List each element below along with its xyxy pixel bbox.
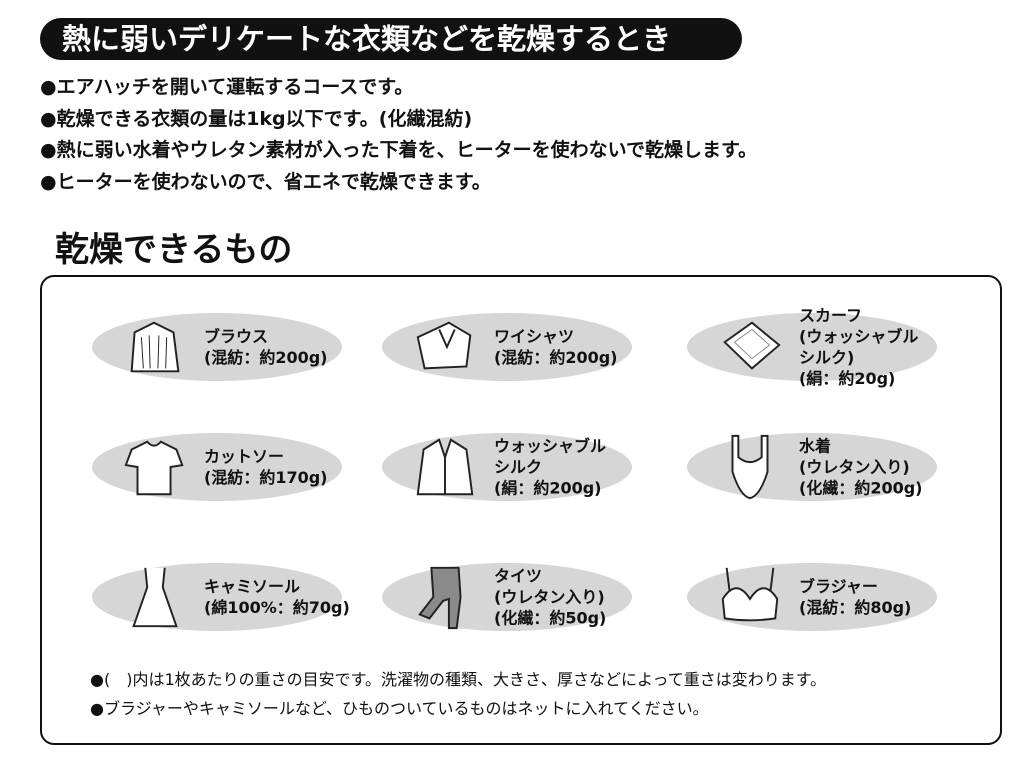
item-label-line: キャミソール (204, 577, 301, 596)
item-label-line: シルク (494, 457, 543, 477)
item-label: タイツ(ウレタン入り)(化繊：約50g) (494, 566, 606, 629)
item-label: カットソー (混紡：約170g) (204, 446, 327, 488)
subheading: 乾燥できるもの (55, 230, 293, 270)
feature-item: ●ヒーターを使わないので、省エネで乾燥できます。 (40, 170, 491, 193)
clothing-item: ワイシャツ (混紡：約200g) (382, 307, 642, 387)
clothing-item: スカーフ (ウォッシャブルシルク) (絹：約20g) (687, 305, 947, 389)
note: ●( )内は1枚あたりの重さの目安です。洗濯物の種類、大きさ、厚さなどによって重… (90, 670, 827, 689)
clothing-item: ウォッシャブルシルク(絹：約200g) (382, 427, 642, 507)
feature-list: ●エアハッチを開いて運転するコースです。 ●乾燥できる衣類の量は1kg以下です。… (40, 72, 757, 198)
item-label-line: ワイシャツ (494, 327, 575, 346)
feature-item: ●乾燥できる衣類の量は1kg以下です。(化繊混紡) (40, 107, 473, 130)
camisole-icon (132, 567, 178, 628)
item-label-line: タイツ (494, 566, 543, 586)
notes: ●( )内は1枚あたりの重さの目安です。洗濯物の種類、大きさ、厚さなどによって重… (90, 665, 826, 723)
clothing-item: ブラウス (混紡：約200g) (92, 307, 352, 387)
item-label-line: (混紡：約200g) (494, 348, 618, 367)
clothing-item: タイツ(ウレタン入り)(化繊：約50g) (382, 557, 642, 637)
items-box: ブラウス (混紡：約200g) ワイシャツ (混紡：約200g) スカーフ (ウォッシャブ… (40, 275, 1002, 745)
jacket-icon (416, 438, 474, 496)
clothing-item: キャミソール (綿100%：約70g) (92, 557, 352, 637)
swimsuit-icon (731, 434, 769, 500)
feature-item: ●エアハッチを開いて運転するコースです。 (40, 76, 414, 98)
section-title: 熱に弱いデリケートな衣類などを乾燥するとき (40, 18, 742, 60)
item-label-line: カットソー (204, 447, 285, 466)
item-label: ブラウス (混紡：約200g) (204, 326, 327, 368)
scarf-icon (723, 321, 781, 370)
item-label-line: (絹：約200g) (494, 478, 602, 498)
item-label-line: (混紡：約80g) (799, 598, 912, 617)
item-label-line: ブラジャー (799, 577, 878, 596)
item-label-line: (混紡：約200g) (204, 348, 328, 367)
item-label-line: ウォッシャブル (494, 436, 607, 456)
clothing-item: カットソー (混紡：約170g) (92, 427, 352, 507)
clothing-item: ブラジャー (混紡：約80g) (687, 557, 947, 637)
item-label-line: (綿100%：約70g) (204, 598, 350, 617)
item-label-line: (化繊：約50g) (494, 608, 607, 628)
item-backdrop (92, 563, 342, 631)
note: ●ブラジャーやキャミソールなど、ひものついているものはネットに入れてください。 (90, 699, 709, 718)
clothing-item: 水着(ウレタン入り)(化繊：約200g) (687, 427, 947, 507)
item-label: 水着(ウレタン入り)(化繊：約200g) (799, 436, 922, 499)
item-label-line: (ウォッシャブル (799, 327, 919, 346)
item-label-line: 水着 (799, 436, 832, 456)
bra-icon (721, 567, 779, 622)
item-label-line: (混紡：約170g) (204, 468, 328, 487)
shirt-icon (416, 321, 472, 370)
item-label: ワイシャツ (混紡：約200g) (494, 326, 617, 368)
feature-item: ●熱に弱い水着やウレタン素材が入った下着を、ヒーターを使わないで乾燥します。 (40, 139, 758, 161)
item-label: スカーフ (ウォッシャブルシルク) (絹：約20g) (799, 305, 918, 389)
item-label-line: (ウレタン入り) (799, 457, 910, 477)
tshirt-icon (124, 440, 184, 496)
item-label-line: シルク) (799, 348, 855, 367)
item-label-line: (ウレタン入り) (494, 587, 605, 607)
item-label: キャミソール (綿100%：約70g) (204, 576, 350, 618)
item-backdrop (687, 433, 937, 501)
item-label: ウォッシャブルシルク(絹：約200g) (494, 436, 606, 499)
item-label-line: (絹：約20g) (799, 369, 896, 388)
tights-icon (418, 566, 462, 630)
item-label-line: (化繊：約200g) (799, 478, 923, 498)
item-label: ブラジャー (混紡：約80g) (799, 576, 911, 618)
blouse-icon (130, 321, 180, 373)
item-label-line: スカーフ (799, 306, 863, 325)
item-backdrop (382, 563, 632, 631)
item-label-line: ブラウス (204, 327, 269, 346)
